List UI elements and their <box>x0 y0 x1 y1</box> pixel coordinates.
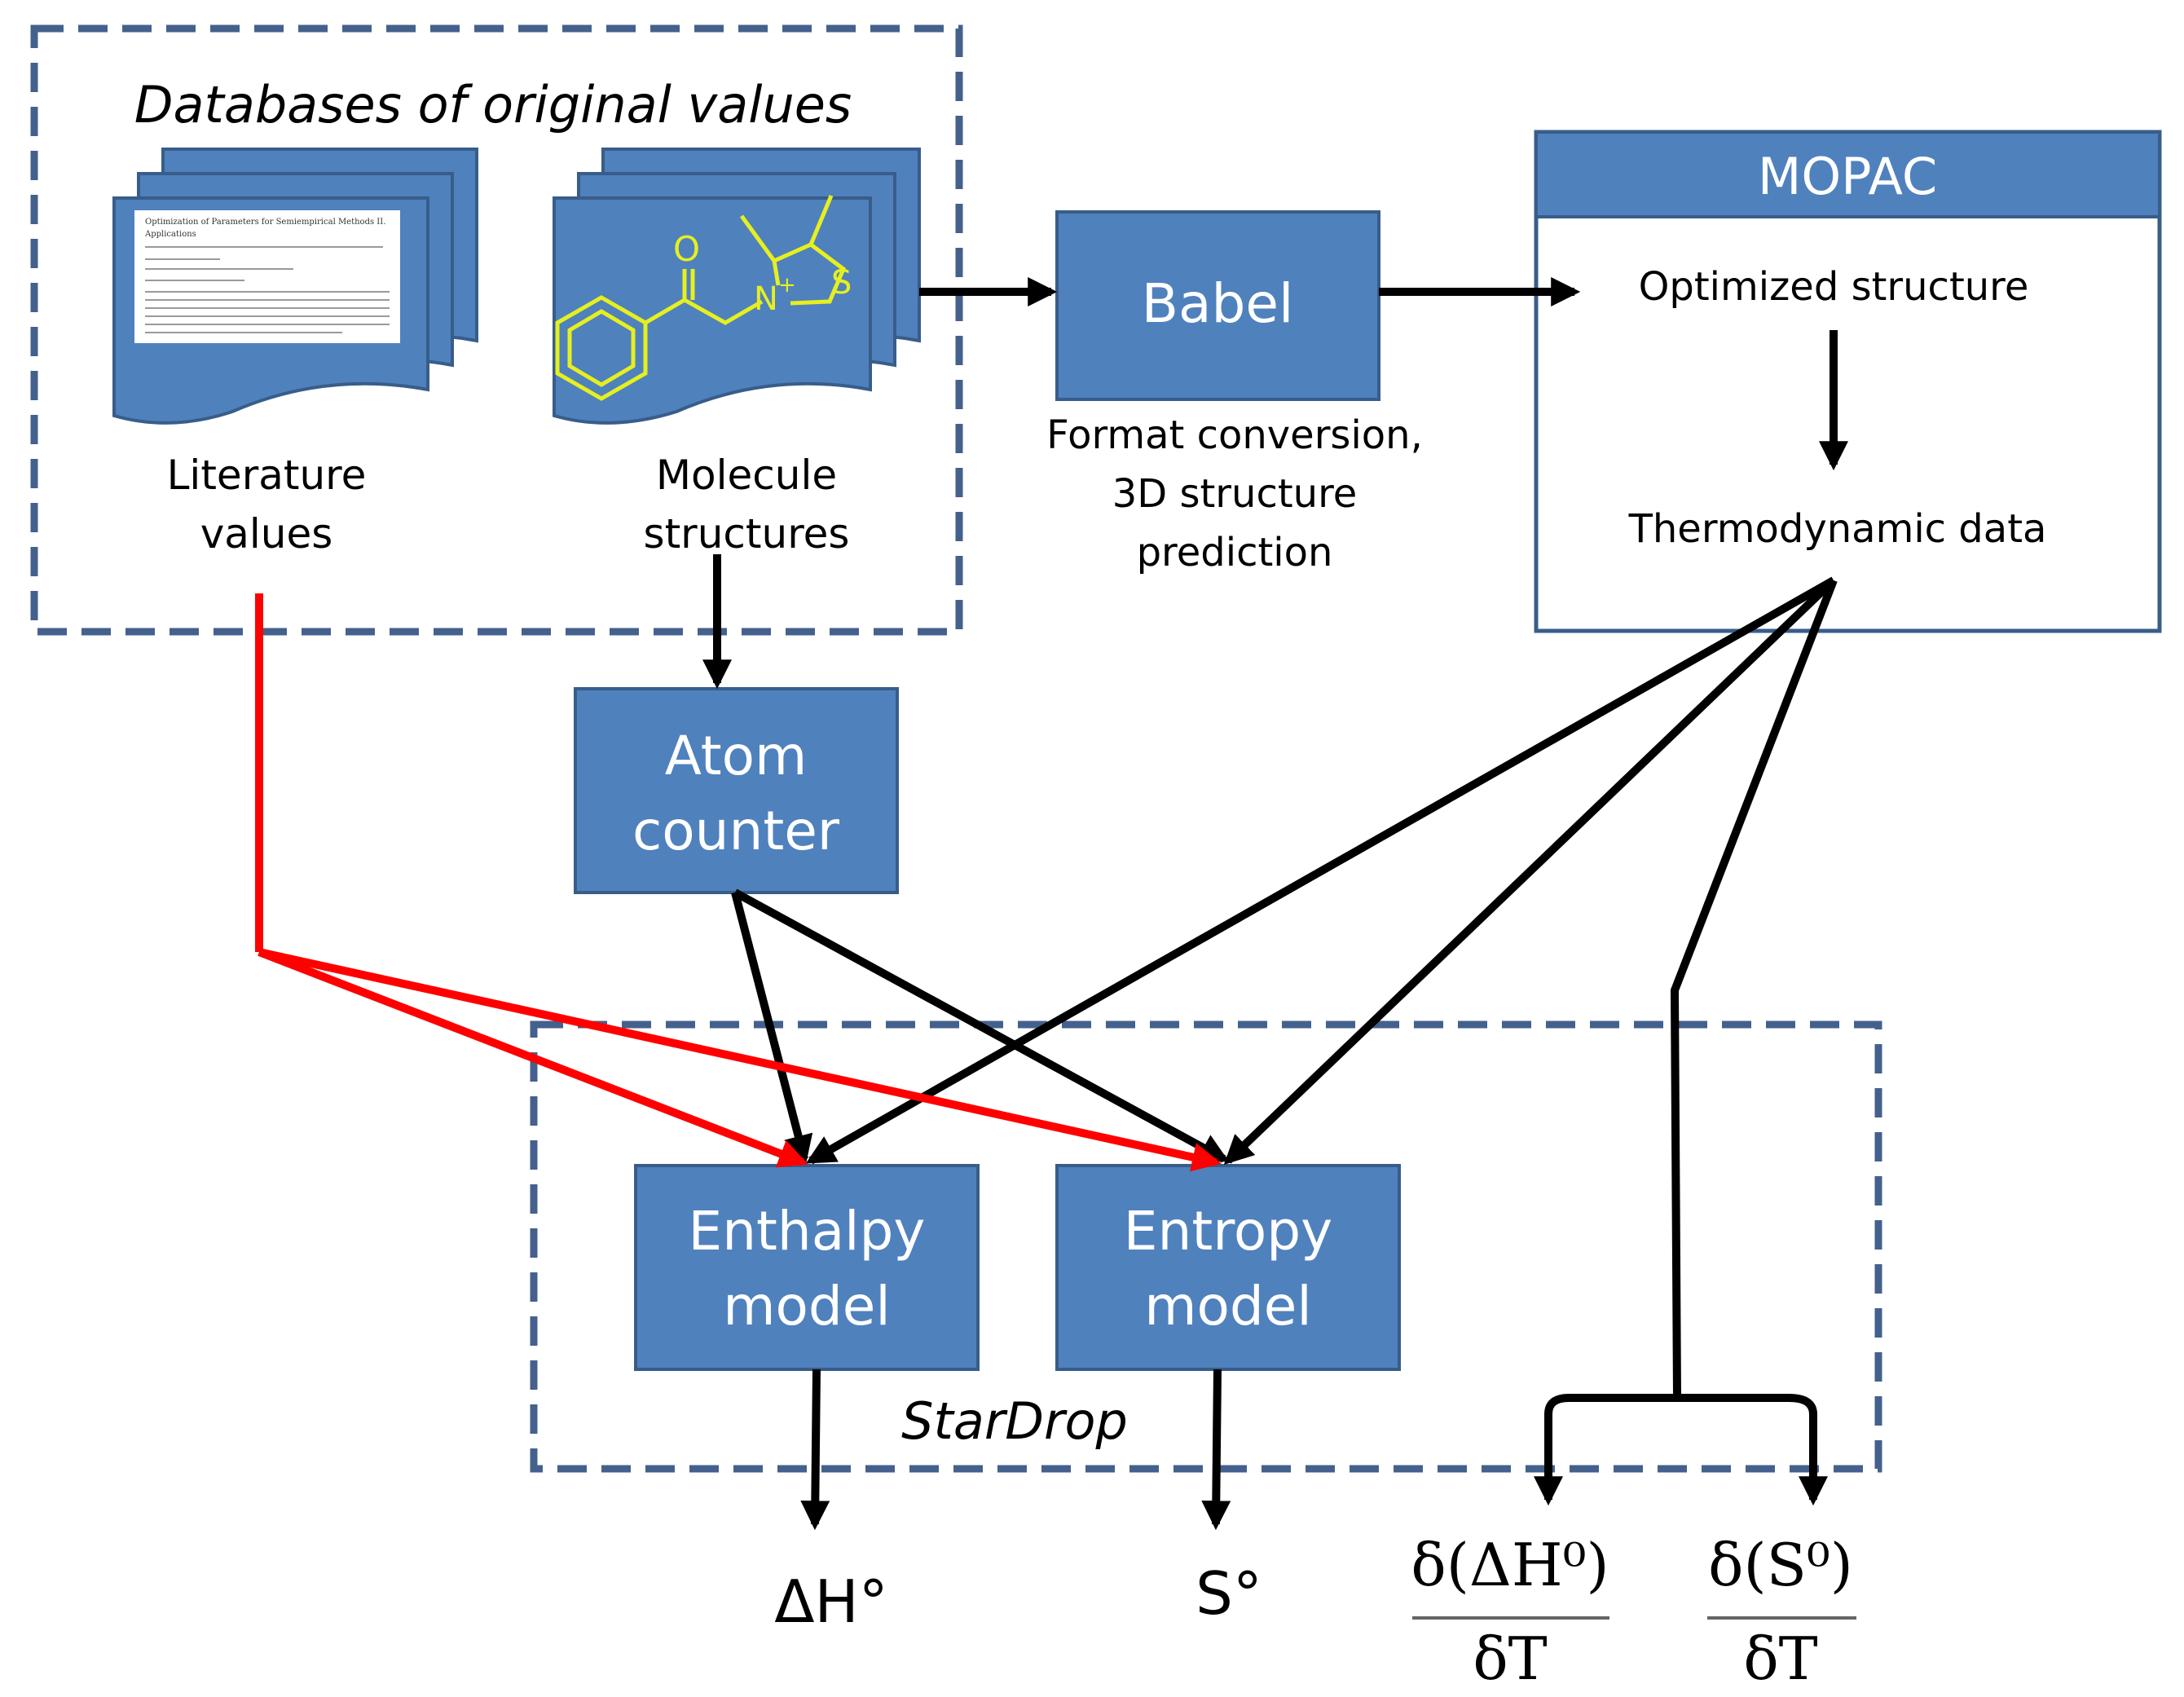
entropy-model-box <box>1055 1164 1401 1371</box>
entropy-model-line1: Entropy <box>1124 1200 1332 1263</box>
line-thermo-to-derivatives <box>1670 579 1838 1399</box>
molecule-structure-icon: O N + S <box>555 195 852 401</box>
arrow-thermo-to-entropy <box>1223 577 1837 1165</box>
atom-n: N <box>754 280 778 318</box>
enthalpy-model-box <box>634 1164 980 1371</box>
red-arrow-literature-to-enthalpy <box>258 948 808 1168</box>
mopac-optimized-structure: Optimized structure <box>1639 264 2029 310</box>
atom-n-charge: + <box>778 273 796 298</box>
mopac-thermodynamic-data: Thermodynamic data <box>1628 506 2047 552</box>
output-enthalpy: ΔH° <box>774 1567 887 1636</box>
atom-o: O <box>673 229 700 269</box>
dH-dT-denominator: δT <box>1473 1624 1547 1693</box>
stardrop-group-border <box>530 1020 1882 1473</box>
dS-dT-denominator: δT <box>1743 1624 1817 1693</box>
atom-counter-line1: Atom <box>665 725 808 787</box>
atom-counter-line2: counter <box>632 800 840 862</box>
molecule-document-icon: O N + S <box>553 148 921 425</box>
literature-document-icon: Optimization of Parameters for Semiempir… <box>112 148 478 425</box>
output-enthalpy-derivative: δ(ΔH⁰) δT <box>1411 1531 1609 1693</box>
entropy-model-line2: model <box>1144 1275 1312 1338</box>
dH-dT-numerator: δ(ΔH⁰) <box>1411 1531 1609 1599</box>
arrow-entropy-to-output <box>1201 1369 1231 1531</box>
literature-label-line2: values <box>200 510 333 558</box>
paper-title: Optimization of Parameters for Semiempir… <box>145 218 385 227</box>
red-arrow-literature-to-entropy <box>258 948 1222 1172</box>
dS-dT-numerator: δ(S⁰) <box>1708 1531 1853 1599</box>
babel-caption-line1: Format conversion, <box>1046 412 1423 458</box>
babel-box <box>1055 210 1380 401</box>
output-entropy-derivative: δ(S⁰) δT <box>1707 1531 1856 1693</box>
atom-counter-box <box>574 687 899 894</box>
output-entropy: S° <box>1195 1559 1262 1628</box>
databases-title: Databases of original values <box>134 75 852 134</box>
enthalpy-model-line2: model <box>723 1275 891 1338</box>
mopac-header <box>1535 130 2161 218</box>
babel-caption-line3: prediction <box>1137 530 1333 575</box>
mopac-title: MOPAC <box>1758 147 1937 206</box>
arrow-counter-to-entropy <box>733 888 1230 1163</box>
babel-title: Babel <box>1142 272 1294 335</box>
molecule-label-line1: Molecule <box>656 452 837 499</box>
arrow-counter-to-enthalpy <box>731 891 813 1165</box>
babel-caption-line2: 3D structure <box>1112 471 1358 517</box>
stardrop-label: StarDrop <box>901 1391 1128 1451</box>
molecule-label-line2: structures <box>644 510 850 558</box>
atom-s: S <box>831 264 852 302</box>
paper-subtitle: Applications <box>144 230 196 239</box>
arrow-enthalpy-to-output <box>800 1369 830 1531</box>
literature-label-line1: Literature <box>167 452 367 499</box>
arrow-thermo-to-enthalpy <box>805 576 1836 1165</box>
brace-derivatives <box>1544 1394 1817 1500</box>
enthalpy-model-line1: Enthalpy <box>689 1200 926 1263</box>
databases-group-border <box>30 24 963 636</box>
